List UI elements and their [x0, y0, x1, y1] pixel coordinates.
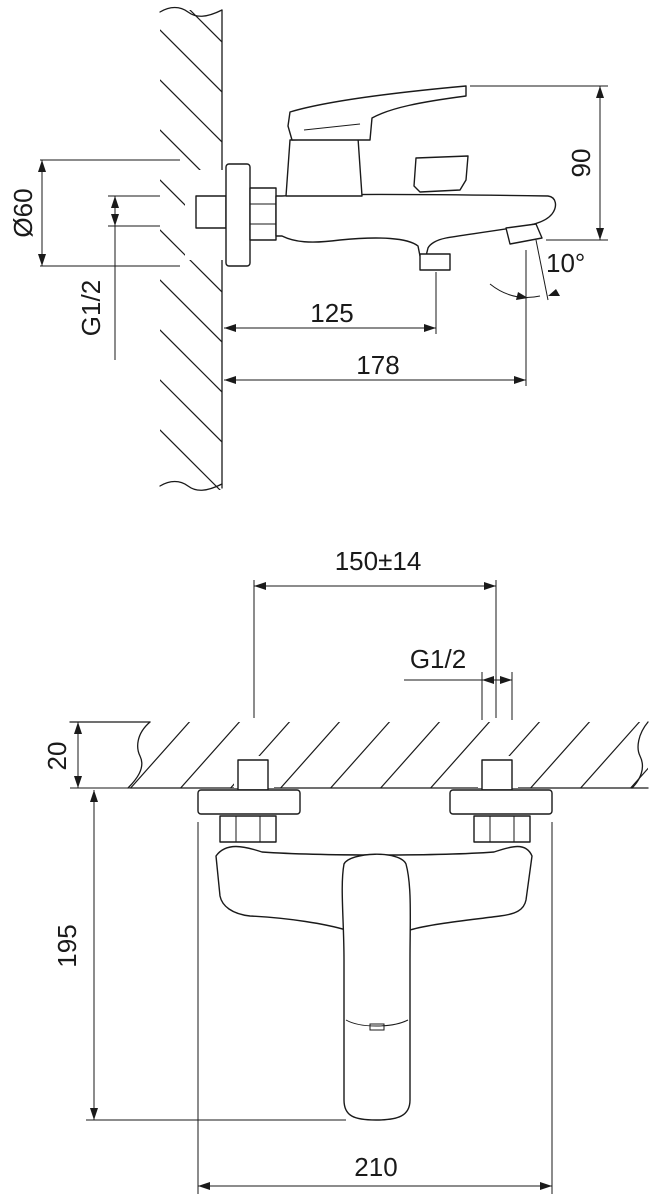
dim-height-label: 90 — [566, 149, 596, 178]
cartridge-body-side — [285, 137, 363, 197]
dim-depth: 195 — [52, 790, 346, 1121]
pipe-stub-side — [195, 195, 227, 229]
dim-spout-length: 178 — [224, 250, 527, 386]
dim-outlet-distance: 125 — [224, 272, 437, 334]
dim-wall: 20 — [42, 722, 130, 789]
aerator-side — [505, 223, 543, 245]
dim-diameter-label: Ø60 — [8, 188, 38, 237]
diverter-knob-side — [413, 155, 469, 193]
flange-left — [197, 789, 301, 815]
pipe-stub-left — [237, 759, 269, 791]
dim-angle-label: 10° — [546, 248, 585, 278]
nut-left — [219, 815, 277, 843]
wall-section-top — [69, 721, 649, 789]
dim-angle-side: 10° — [489, 239, 585, 301]
wall-hatching-top — [129, 722, 648, 788]
dim-height-side: 90 — [470, 85, 608, 241]
lower-outlet-side — [419, 253, 451, 271]
dim-centers-label: 150±14 — [335, 546, 422, 576]
dim-thread-label-side: G1/2 — [76, 280, 106, 336]
lever-handle-top — [341, 853, 412, 1121]
flange-right — [449, 789, 553, 815]
lever-handle-side — [287, 85, 467, 141]
top-view: 150±14 G1/2 20 195 — [42, 546, 649, 1194]
dim-depth-label: 195 — [52, 924, 82, 967]
pipe-stub-right — [481, 759, 513, 791]
wall-hatching-side — [160, 10, 222, 490]
nut-right — [473, 815, 531, 843]
dim-thread-label-top: G1/2 — [410, 644, 466, 674]
side-view: Ø60 G1/2 90 10° — [8, 6, 608, 491]
dim-width-label: 210 — [354, 1152, 397, 1182]
dim-outlet-distance-label: 125 — [310, 298, 353, 328]
flange-side — [225, 163, 251, 267]
dim-thread-top: G1/2 — [404, 644, 513, 720]
mixer-body-side — [275, 193, 557, 257]
dim-spout-length-label: 178 — [356, 350, 399, 380]
dim-centers: 150±14 — [253, 546, 497, 718]
eccentric-nut-side — [249, 187, 277, 241]
dim-width: 210 — [197, 822, 553, 1194]
dim-thread-side: G1/2 — [76, 195, 160, 360]
dim-diameter-side: Ø60 — [8, 159, 180, 267]
dim-wall-label: 20 — [42, 742, 72, 771]
